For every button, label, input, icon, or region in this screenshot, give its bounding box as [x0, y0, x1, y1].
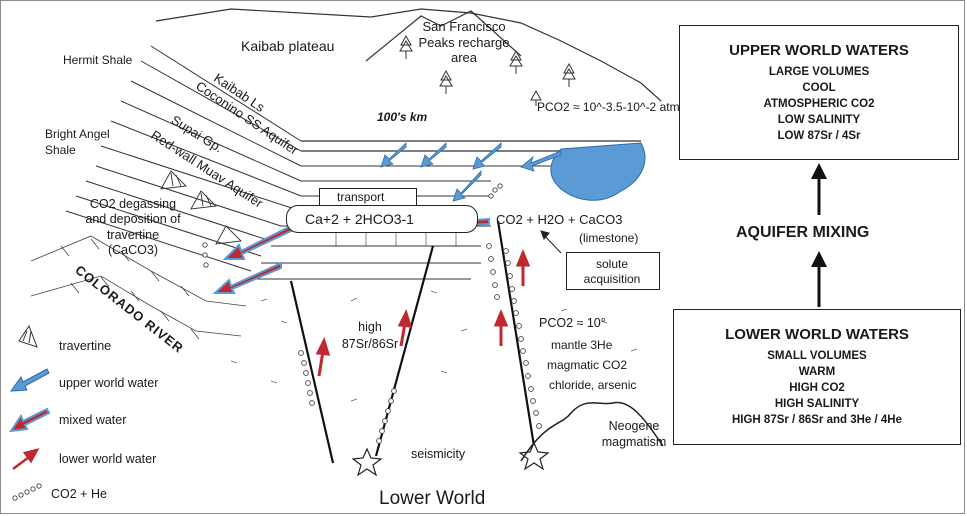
label-high-sr: high 87Sr/86Sr: [341, 320, 399, 351]
lower-box-line: HIGH 87Sr / 86Sr and 3He / 4He: [731, 414, 903, 426]
upper-world-waters-box: UPPER WORLD WATERS LARGE VOLUMES COOL AT…: [679, 25, 959, 160]
legend-mixed-arrow-icon: [8, 407, 51, 433]
upper-box-line: ATMOSPHERIC CO2: [763, 97, 875, 110]
lower-box-line: HIGH CO2: [789, 382, 845, 394]
lower-box-title: LOWER WORLD WATERS: [725, 326, 909, 343]
upper-box-line: LARGE VOLUMES: [768, 65, 870, 78]
label-chloride-arsenic: chloride, arsenic: [549, 378, 637, 392]
lower-world-water-arrows: [315, 249, 531, 377]
upper-box-line: LOW SALINITY: [777, 113, 861, 126]
legend-bubbles-icon: [12, 483, 42, 501]
lower-world-waters-box: LOWER WORLD WATERS SMALL VOLUMES WARM HI…: [673, 309, 961, 445]
mountain-icon: [365, 10, 522, 62]
star-icon: [351, 441, 550, 477]
label-hermit-shale: Hermit Shale: [63, 53, 133, 67]
fault-lines: [289, 220, 536, 464]
legend-label-upper-world-water: upper world water: [59, 376, 159, 390]
lower-box-line: SMALL VOLUMES: [767, 350, 867, 362]
label-mantle-he: mantle 3He: [551, 338, 613, 352]
label-limestone: (limestone): [579, 231, 639, 245]
label-reaction-right: CO2 + H2O + CaCO3: [496, 212, 623, 227]
upper-box-line: LOW 87Sr / 4Sr: [777, 129, 861, 142]
legend-label-lower-world-water: lower world water: [59, 452, 157, 466]
lower-box-line: HIGH SALINITY: [774, 398, 860, 410]
legend-label-mixed-water: mixed water: [59, 413, 127, 427]
label-neogene-magmatism: Neogene magmatism: [601, 419, 667, 449]
travertine-icon: [160, 170, 242, 245]
label-magmatic-co2: magmatic CO2: [547, 358, 628, 372]
upper-world-water-arrows: [380, 142, 562, 202]
label-km-scale: 100's km: [377, 110, 428, 124]
upper-water-body: [550, 142, 646, 201]
legend-icons: [8, 324, 51, 501]
label-pco2-upper: PCO2 ≈ 10^-3.5-10^-2 atm: [537, 100, 680, 114]
reaction-left-box: [286, 205, 478, 233]
label-co2-degassing: CO2 degassing and deposition of traverti…: [85, 197, 181, 257]
upper-box-title: UPPER WORLD WATERS: [729, 41, 909, 59]
legend-travertine-icon: [18, 324, 38, 348]
label-san-francisco-peaks: San Francisco Peaks recharge area: [418, 19, 510, 66]
aquifer-mixing-label: AQUIFER MIXING: [736, 224, 870, 241]
label-solute-acquisition: solute acquisition: [583, 257, 641, 286]
label-kaibab-plateau: Kaibab plateau: [241, 38, 335, 54]
river-bank: [30, 235, 247, 340]
label-reaction-left: Ca+2 + 2HCO3-1: [305, 211, 414, 227]
bubble-trail: [202, 183, 542, 444]
label-seismicity: seismicity: [411, 447, 466, 461]
label-pco2-lower: PCO2 ≈ 10°: [539, 316, 606, 330]
flow-arrows: [811, 163, 827, 307]
solute-acquisition-box: [566, 252, 660, 290]
upper-box-line: COOL: [802, 81, 836, 94]
geologic-cross-section: [8, 8, 664, 501]
legend-label-travertine: travertine: [59, 339, 112, 353]
label-lower-world: Lower World: [379, 488, 486, 509]
lower-box-line: WARM: [798, 366, 836, 378]
magmatism-curve: [520, 401, 664, 462]
legend-red-arrow-icon: [12, 448, 40, 470]
legend-blue-arrow-icon: [9, 368, 50, 392]
tree-icon: [399, 34, 576, 106]
label-transport: transport: [337, 190, 385, 204]
label-bright-angel-shale: Bright Angel Shale: [45, 127, 110, 157]
legend-label-co2-he: CO2 + He: [51, 487, 107, 501]
